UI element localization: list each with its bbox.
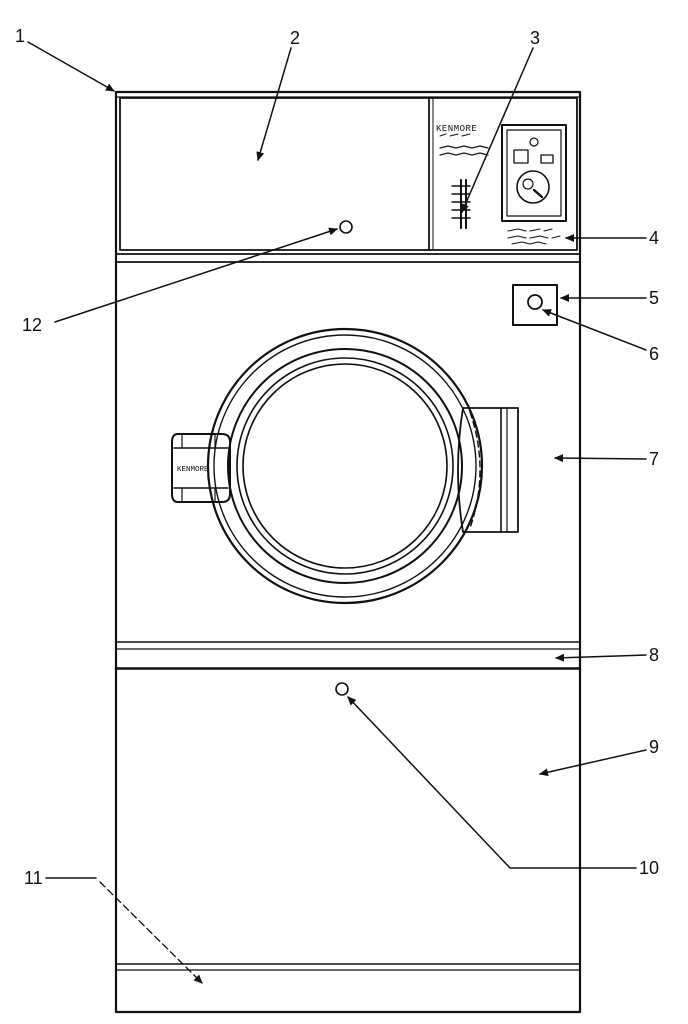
door-handle[interactable]: KENMORE (171, 433, 231, 503)
panel-screw (339, 220, 353, 234)
lower-panel-screw (335, 682, 349, 696)
leader-lines (27, 41, 647, 984)
callout-8: 8 (649, 645, 659, 665)
coin-box (501, 124, 567, 222)
callout-3: 3 (530, 28, 540, 48)
control-area: KENMORE (436, 124, 567, 245)
callout-2: 2 (290, 28, 300, 48)
callout-5: 5 (649, 288, 659, 308)
callout-4: 4 (649, 228, 659, 248)
control-panel-section (115, 97, 581, 263)
coin-slide[interactable] (451, 179, 471, 229)
callout-9: 9 (649, 737, 659, 757)
vent-slots (507, 228, 561, 245)
callout-1: 1 (15, 26, 25, 46)
callout-6: 6 (649, 344, 659, 364)
door-hinge (457, 407, 519, 533)
lower-panel (115, 667, 581, 971)
push-button-icon (527, 294, 543, 310)
control-panel-brand: KENMORE (436, 124, 477, 134)
callout-7: 7 (649, 449, 659, 469)
dryer-cabinet (114, 90, 582, 1014)
loading-door[interactable]: KENMORE (171, 327, 519, 605)
callout-11: 11 (24, 868, 43, 888)
instruction-panel (339, 220, 353, 234)
coin-knob[interactable] (516, 170, 550, 204)
door-handle-brand: KENMORE (177, 466, 209, 474)
callout-12: 12 (22, 315, 42, 335)
callout-labels: 1 2 3 4 5 6 7 8 9 10 11 12 (15, 26, 659, 888)
start-button[interactable] (512, 284, 558, 326)
front-panel (115, 284, 581, 650)
callout-10: 10 (639, 858, 659, 878)
